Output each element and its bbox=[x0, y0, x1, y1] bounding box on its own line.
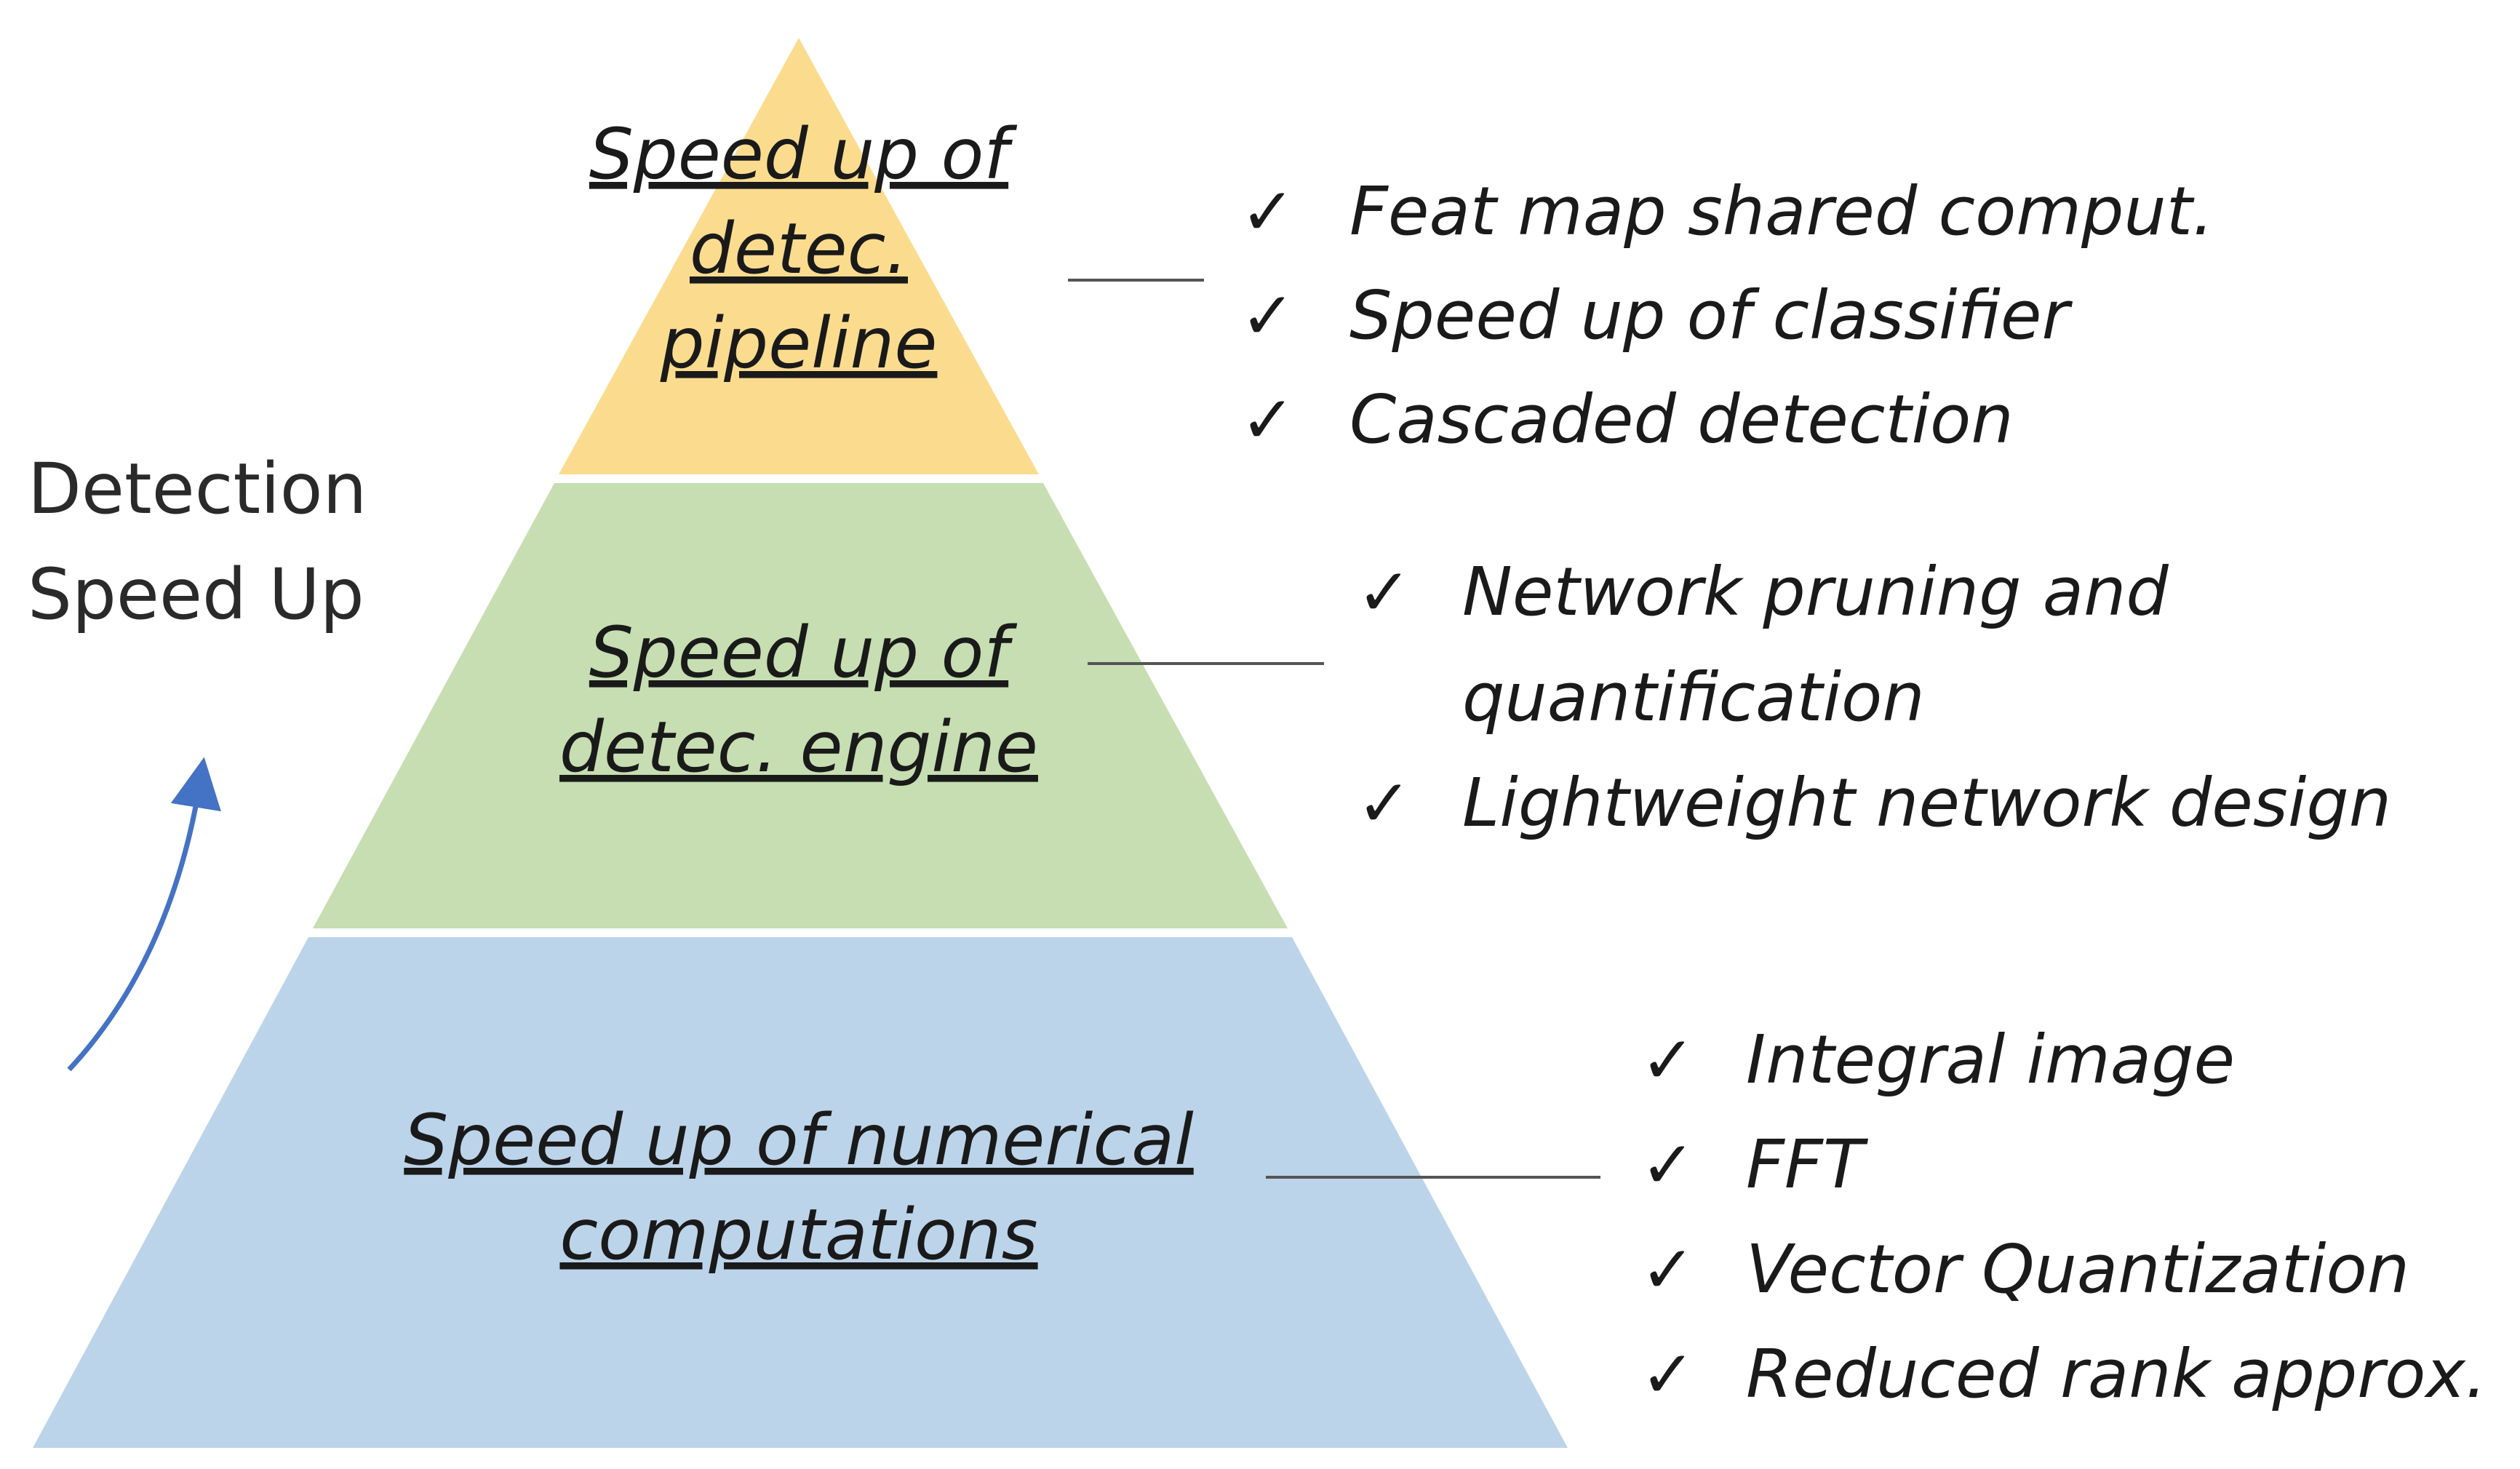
tier-middle-item-2: quantification bbox=[1462, 658, 1925, 736]
side-label-line-2: Speed Up bbox=[28, 554, 364, 635]
check-icon: ✓ bbox=[1640, 1022, 1695, 1099]
tier-bottom-item-2: FFT bbox=[1746, 1126, 1869, 1203]
check-icon: ✓ bbox=[1240, 278, 1295, 354]
tier-middle-item-3: Lightweight network design bbox=[1462, 764, 2391, 842]
check-icon: ✓ bbox=[1640, 1127, 1695, 1203]
check-icon: ✓ bbox=[1357, 554, 1411, 631]
tier-top-label-line-3: pipeline bbox=[660, 303, 938, 384]
tier-bottom-label-line-1: Speed up of numerical bbox=[404, 1099, 1194, 1181]
check-icon: ✓ bbox=[1357, 765, 1411, 842]
tier-middle-item-1: Network pruning and bbox=[1462, 553, 2169, 631]
tier-bottom-shape bbox=[33, 937, 1568, 1448]
check-icon: ✓ bbox=[1240, 174, 1295, 250]
tier-middle-shape bbox=[313, 483, 1288, 928]
tier-middle-label-line-1: Speed up of bbox=[589, 612, 1017, 693]
tier-bottom-item-3: Vector Quantization bbox=[1746, 1230, 2409, 1308]
side-label-line-1: Detection bbox=[28, 448, 367, 530]
tier-middle-label-line-2: detec. engine bbox=[559, 706, 1038, 788]
tier-bottom-label-line-2: computations bbox=[559, 1194, 1037, 1275]
tier-top-item-3: Cascaded detection bbox=[1349, 381, 2014, 458]
tier-top-item-1: Feat map shared comput. bbox=[1349, 172, 2214, 250]
check-icon: ✓ bbox=[1640, 1232, 1695, 1308]
check-icon: ✓ bbox=[1240, 382, 1295, 458]
tier-bottom-item-4: Reduced rank approx. bbox=[1746, 1335, 2487, 1413]
check-icon: ✓ bbox=[1640, 1337, 1695, 1413]
tier-bottom-item-1: Integral image bbox=[1746, 1021, 2235, 1099]
tier-top-shape bbox=[559, 38, 1039, 474]
tier-top-label-line-2: detec. bbox=[690, 208, 908, 290]
tier-top-item-2: Speed up of classifier bbox=[1349, 276, 2073, 354]
tier-top-label-line-1: Speed up of bbox=[589, 114, 1017, 195]
up-arrow-icon bbox=[67, 757, 221, 1072]
